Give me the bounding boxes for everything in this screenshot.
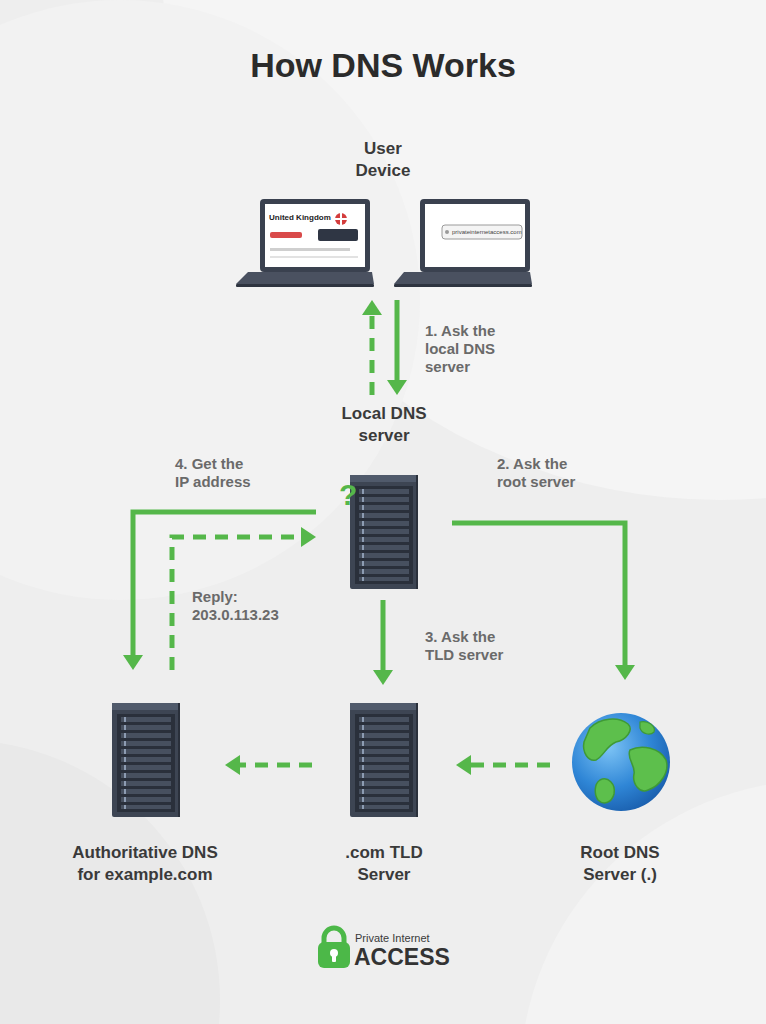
laptop-left bbox=[236, 199, 374, 287]
edge-label: Reply: 203.0.113.23 bbox=[192, 588, 287, 624]
dashed-arrow bbox=[225, 755, 312, 775]
arrow-head bbox=[615, 665, 635, 680]
edge-label: 3. Ask the TLD server bbox=[425, 628, 520, 664]
dns-node: Authoritative DNS for example.com bbox=[65, 670, 225, 892]
connector-line bbox=[395, 300, 400, 382]
dns-node: Root DNS Server (.) bbox=[550, 680, 690, 892]
connector-line bbox=[469, 763, 550, 768]
connector-line bbox=[452, 523, 625, 667]
connector-line bbox=[238, 763, 312, 768]
node-label: Local DNS server bbox=[329, 403, 439, 447]
edge-label: 4. Get the IP address bbox=[175, 455, 255, 491]
server-icon bbox=[350, 475, 418, 589]
logo-text: ACCESS bbox=[354, 944, 450, 970]
server-icon bbox=[112, 703, 180, 817]
arrow-head bbox=[123, 655, 143, 670]
laptop-right bbox=[394, 199, 532, 287]
arrow-head bbox=[456, 755, 471, 775]
solid-arrow bbox=[387, 300, 407, 395]
connector-line bbox=[133, 512, 316, 657]
arrow-head bbox=[362, 300, 382, 315]
question-mark: ? bbox=[339, 478, 357, 512]
connector-line bbox=[370, 313, 375, 395]
dashed-arrow bbox=[172, 527, 316, 670]
arrow-head bbox=[301, 527, 316, 547]
logo-icon bbox=[318, 928, 350, 968]
arrow-head bbox=[225, 755, 240, 775]
dashed-arrow bbox=[362, 300, 382, 395]
solid-arrow bbox=[373, 600, 393, 685]
diagram-title: How DNS Works bbox=[0, 44, 766, 86]
screen-text: privateinternetaccess.com bbox=[452, 229, 522, 236]
connector-line bbox=[381, 600, 386, 672]
dns-node: Local DNS server bbox=[316, 395, 452, 600]
node-label: Authoritative DNS for example.com bbox=[65, 842, 225, 886]
solid-arrow bbox=[123, 512, 316, 670]
arrow-head bbox=[373, 670, 393, 685]
dns-node: .com TLD Server bbox=[312, 685, 456, 892]
edge-label: 2. Ask the root server bbox=[497, 455, 592, 491]
connector-line bbox=[172, 537, 303, 670]
node-label: Root DNS Server (.) bbox=[560, 842, 680, 886]
node-label: .com TLD Server bbox=[329, 842, 439, 886]
globe-icon bbox=[572, 713, 670, 811]
arrow-head bbox=[387, 380, 407, 395]
server-icon bbox=[350, 703, 418, 817]
node-label: User Device bbox=[343, 138, 423, 182]
edge-label: 1. Ask the local DNS server bbox=[425, 322, 510, 376]
screen-text: United Kingdom bbox=[269, 213, 331, 223]
logo-text: Private Internet bbox=[355, 932, 430, 945]
dashed-arrow bbox=[456, 755, 550, 775]
